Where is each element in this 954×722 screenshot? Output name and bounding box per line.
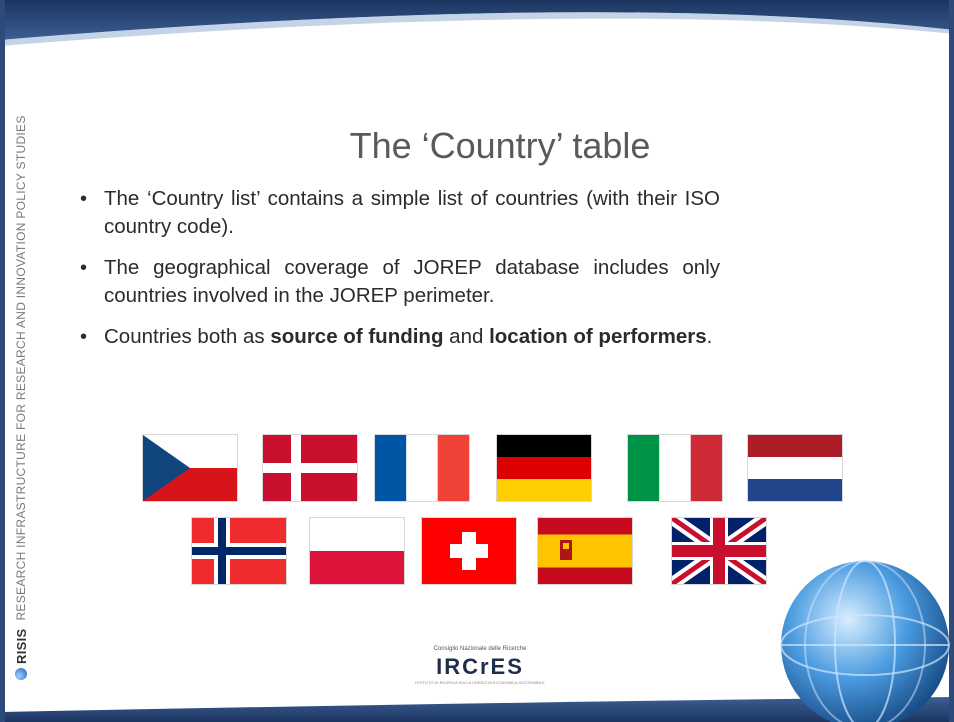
ircres-logo-subtext: ISTITUTO DI RICERCA SULLA CRESCITA ECONO… (415, 680, 545, 685)
bullet-item: • The geographical coverage of JOREP dat… (80, 254, 720, 310)
sidebar-text-row: RISIS RESEARCH INFRASTRUCTURE FOR RESEAR… (8, 90, 34, 680)
flag-italy-icon (628, 435, 722, 501)
flag-czech-republic-icon (143, 435, 237, 501)
ircres-logo: Consiglio Nazionale delle Ricerche IRCrE… (405, 646, 555, 698)
left-frame-border (0, 0, 5, 722)
bullet-text-pre: Countries both as (104, 325, 271, 348)
flag-switzerland-icon (422, 518, 516, 584)
bullet-text: The geographical coverage of JOREP datab… (104, 256, 720, 307)
bullet-text-mid: and (443, 325, 490, 348)
ircres-logo-text: IRCrES (436, 654, 524, 679)
sidebar-description: RESEARCH INFRASTRUCTURE FOR RESEARCH AND… (14, 115, 28, 621)
flag-united-kingdom-icon (672, 518, 766, 584)
globe-decoration-icon (780, 560, 950, 722)
bullet-marker-icon: • (80, 257, 88, 279)
risis-brand: RISIS (14, 629, 29, 680)
right-frame-border (949, 0, 954, 722)
bullet-item: • Countries both as source of funding an… (80, 323, 720, 351)
flag-netherlands-icon (748, 435, 842, 501)
bullet-item: • The ‘Country list’ contains a simple l… (80, 185, 720, 241)
bullet-bold-performers: location of performers (489, 325, 707, 348)
slide-title: The ‘Country’ table (349, 125, 651, 166)
sidebar: RISIS RESEARCH INFRASTRUCTURE FOR RESEAR… (8, 90, 34, 680)
bottom-frame-decoration (0, 697, 954, 722)
flag-france-icon (375, 435, 469, 501)
bullet-text: The ‘Country list’ contains a simple lis… (104, 187, 720, 238)
bullet-marker-icon: • (80, 326, 88, 348)
bullet-text-post: . (706, 325, 713, 348)
cnr-label: Consiglio Nazionale delle Ricerche (433, 646, 527, 652)
top-frame-decoration (0, 0, 954, 47)
flag-norway-icon (192, 518, 286, 584)
risis-logo-icon (15, 668, 27, 680)
risis-brand-label: RISIS (13, 628, 29, 664)
bullet-marker-icon: • (80, 188, 88, 210)
bullet-bold-funding: source of funding (270, 325, 444, 348)
flag-germany-icon (497, 435, 591, 501)
flag-poland-icon (310, 518, 404, 584)
flag-spain-icon (538, 518, 632, 584)
bullet-list: • The ‘Country list’ contains a simple l… (80, 185, 720, 364)
flag-denmark-icon (263, 435, 357, 501)
